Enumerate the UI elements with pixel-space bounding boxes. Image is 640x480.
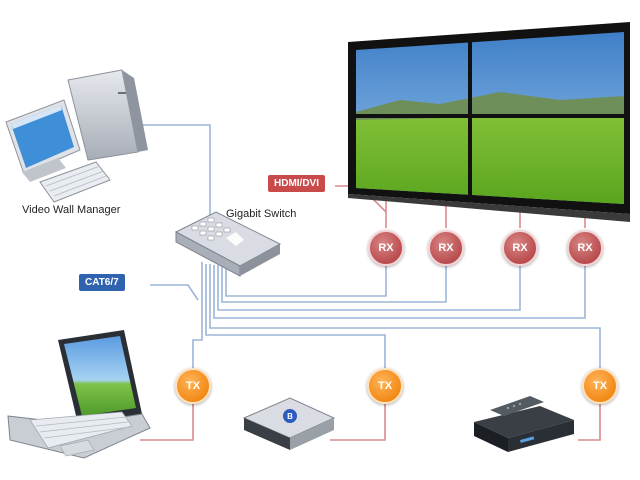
tx-badge-2: TX (367, 368, 403, 404)
laptop-icon (7, 330, 151, 459)
tx-badge-1: TX (175, 368, 211, 404)
cable-switch-rx2 (221, 262, 447, 303)
svg-text:B: B (287, 412, 293, 421)
switch-label: Gigabit Switch (226, 208, 297, 220)
rx-badge-2: RX (428, 230, 464, 266)
cable-switch-tx1 (192, 262, 203, 368)
cable-cat-tag (150, 284, 199, 301)
cable-tx2-bluray (330, 402, 386, 441)
tx-badge-3: TX (582, 368, 618, 404)
cat-cables (120, 124, 601, 368)
hdmi-dvi-tag: HDMI/DVI (268, 175, 325, 192)
cable-switch-tx3 (209, 264, 601, 368)
blu-ray-player-icon: B (242, 397, 336, 450)
desktop-computer-icon (5, 69, 148, 203)
rx-badge-3: RX (502, 230, 538, 266)
cable-switch-rx4 (213, 262, 586, 319)
cat-tag: CAT6/7 (79, 274, 125, 291)
rx-badge-1: RX (368, 230, 404, 266)
network-switch-icon (174, 211, 282, 277)
cable-tx1-laptop (140, 402, 194, 441)
cable-tx3-settop (578, 402, 601, 441)
video-wall-icon (348, 22, 630, 222)
cable-switch-rx3 (217, 262, 521, 311)
rx-badge-4: RX (567, 230, 603, 266)
cable-manager-switch (120, 124, 211, 225)
set-top-box-icon (474, 396, 574, 452)
cable-switch-rx1 (225, 262, 387, 297)
cable-switch-tx2 (205, 264, 386, 368)
manager-label: Video Wall Manager (22, 204, 121, 216)
